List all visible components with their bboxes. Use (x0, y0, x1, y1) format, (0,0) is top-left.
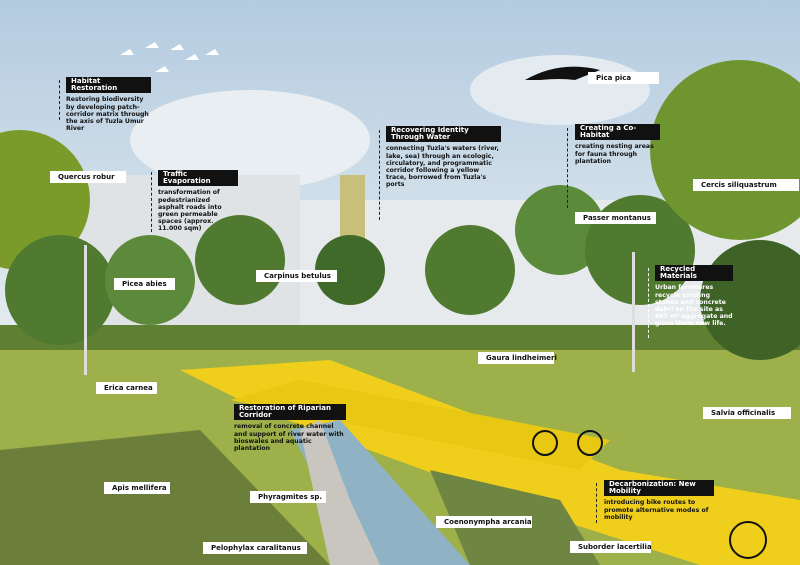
note-title: Recovering Identity Through Water (386, 126, 501, 143)
species-label-erica-carnea: Erica carnea (96, 382, 157, 394)
hedge (0, 325, 800, 350)
cyclist-wheel (729, 521, 767, 559)
riverbank-stones (300, 420, 380, 565)
note-body: creating nesting areas for fauna through… (575, 143, 654, 165)
note-title: Decarbonization: New Mobility (604, 480, 714, 497)
note-recovering-identity: Recovering Identity Through Water connec… (386, 126, 501, 189)
note-riparian-corridor: Restoration of Riparian Corridor removal… (234, 404, 346, 452)
species-label-picea-abies: Picea abies (114, 278, 175, 290)
note-title: Restoration of Riparian Corridor (234, 404, 346, 421)
bridge-deck (230, 380, 610, 470)
note-decarbonization: Decarbonization: New Mobility introducin… (604, 480, 714, 521)
species-label-pica-pica: Pica pica (588, 72, 659, 84)
cyclist-wheel (577, 430, 603, 456)
cyclist-wheel (532, 430, 558, 456)
industrial-tower (340, 175, 365, 245)
note-body: Urban furnitures recycle existing stones… (655, 284, 733, 328)
species-label-suborder-lacertilia: Suborder lacertilia (570, 541, 652, 553)
note-body: connecting Tuzla's waters (river, lake, … (386, 145, 499, 189)
cloud (470, 55, 650, 125)
species-label-phragmites: Phyragmites sp. (250, 491, 326, 503)
species-label-quercus-robur: Quercus robur (50, 171, 126, 183)
species-label-apis-mellifera: Apis mellifera (104, 482, 170, 494)
species-label-cercis-siliquastrum: Cercis siliquastrum (693, 179, 799, 191)
species-label-coenonympha-arcania: Coenonympha arcania (436, 516, 532, 528)
magpie-bird (525, 66, 600, 80)
note-traffic-evaporation: Traffic Evaporation transformation of pe… (158, 170, 238, 233)
note-body: removal of concrete channel and support … (234, 423, 344, 453)
note-title: Creating a Co-Habitat (575, 124, 660, 141)
wild-plantation (0, 430, 330, 565)
species-label-salvia-officinalis: Salvia officinalis (703, 407, 791, 419)
note-title: Habitat Restoration (66, 77, 151, 94)
bird-flock (120, 42, 219, 72)
note-recycled-materials: Recycled Materials Urban furnitures recy… (655, 265, 733, 328)
lamp-post (632, 252, 635, 372)
river (290, 420, 470, 565)
species-label-carpinus-betulus: Carpinus betulus (256, 270, 337, 282)
note-body: introducing bike routes to promote alter… (604, 499, 709, 521)
note-title: Traffic Evaporation (158, 170, 238, 187)
species-label-pelophylax-caralitanus: Pelophylax caralitanus (203, 542, 307, 554)
note-body: transformation of pedestrianized asphalt… (158, 189, 222, 233)
note-creating-co-habitat: Creating a Co-Habitat creating nesting a… (575, 124, 660, 165)
species-label-gaura-lindheimeri: Gaura lindheimeri (478, 352, 557, 364)
lamp-post (84, 245, 87, 375)
cloud (130, 90, 370, 190)
note-body: Restoring biodiversity by developing pat… (66, 96, 149, 133)
note-habitat-restoration: Habitat Restoration Restoring biodiversi… (66, 77, 151, 132)
note-title: Recycled Materials (655, 265, 733, 282)
species-label-passer-montanus: Passer montanus (575, 212, 656, 224)
